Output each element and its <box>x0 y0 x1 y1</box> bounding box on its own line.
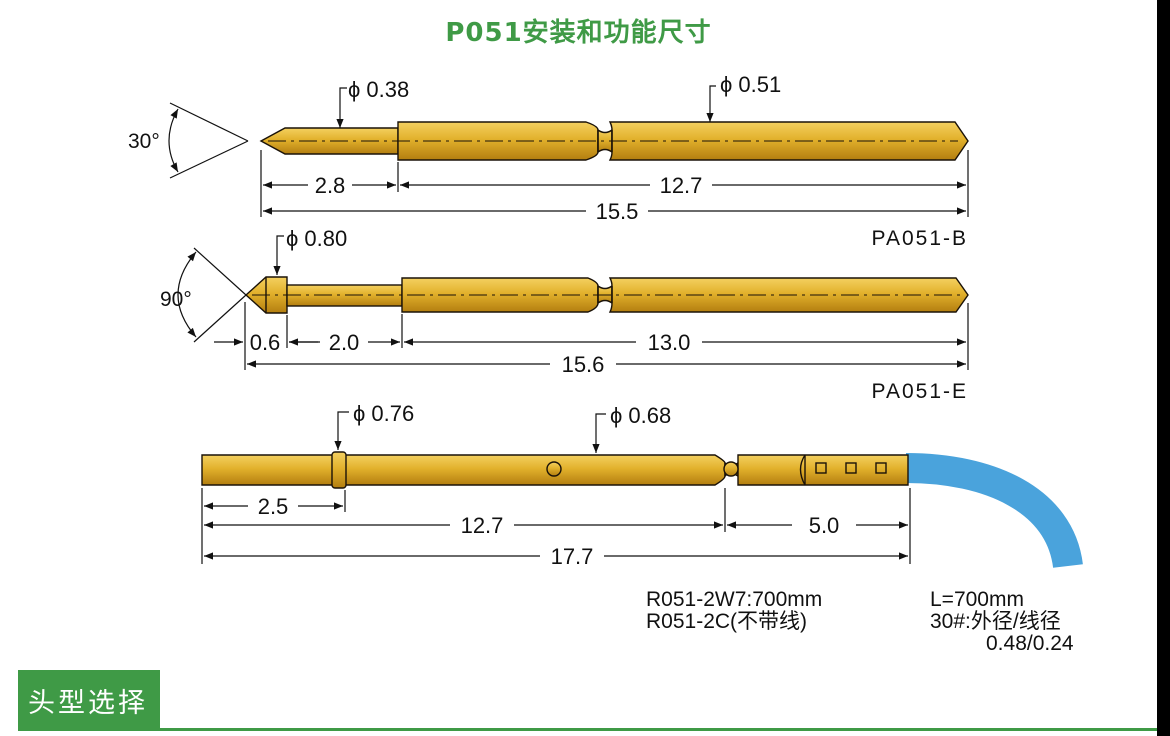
section-divider <box>18 728 1157 731</box>
dim-head-length: 0.6 <box>250 330 281 355</box>
dim-total-length: 17.7 <box>551 544 594 569</box>
model-pa051-b: PA051-B <box>872 227 969 250</box>
dim-tail-length: 5.0 <box>809 513 840 538</box>
model-r051-2w7: R051-2W7:700mm <box>646 588 822 611</box>
right-edge-border <box>1157 0 1170 736</box>
angle-30-label: 30° <box>128 130 160 153</box>
wire-values-label: 0.48/0.24 <box>986 632 1074 655</box>
dim-barrel-length: 13.0 <box>648 330 691 355</box>
head-diameter-label: ϕ 0.80 <box>286 226 347 251</box>
angle-30-marker <box>168 102 249 179</box>
dim-barrel-length: 12.7 <box>660 173 703 198</box>
wire-length-label: L=700mm <box>930 588 1024 611</box>
model-pa051-e: PA051-E <box>872 380 969 403</box>
wire-cable <box>905 453 1083 569</box>
dim-tip-length: 2.8 <box>315 173 346 198</box>
angle-90-marker <box>177 247 247 343</box>
receptacle-r051 <box>201 451 909 489</box>
section-tab-head-type[interactable]: 头型选择 <box>18 670 160 730</box>
section-tab-label: 头型选择 <box>28 687 148 719</box>
dim-total-length: 15.6 <box>562 352 605 377</box>
wire-spec-label: 30#:外径/线径 <box>930 610 1061 633</box>
probe-pa051-e <box>244 276 969 314</box>
dim-collar-length: 2.5 <box>258 494 289 519</box>
probe-pa051-b <box>259 121 969 161</box>
angle-90-label: 90° <box>160 288 192 311</box>
body-diameter-label: ϕ 0.68 <box>610 403 671 428</box>
dim-neck-length: 2.0 <box>329 330 360 355</box>
tip-diameter-label: ϕ 0.38 <box>348 77 409 102</box>
model-r051-2c: R051-2C(不带线) <box>646 610 807 633</box>
barrel-diameter-label: ϕ 0.51 <box>720 72 781 97</box>
collar-diameter-label: ϕ 0.76 <box>353 401 414 426</box>
page-title: P051安装和功能尺寸 <box>445 18 712 48</box>
probe-dimension-drawing: 30° ϕ 0.38 ϕ 0.51 2.8 12.7 15.5 PA051-B <box>128 72 1083 655</box>
dim-main-length: 12.7 <box>461 513 504 538</box>
dim-total-length: 15.5 <box>596 199 639 224</box>
